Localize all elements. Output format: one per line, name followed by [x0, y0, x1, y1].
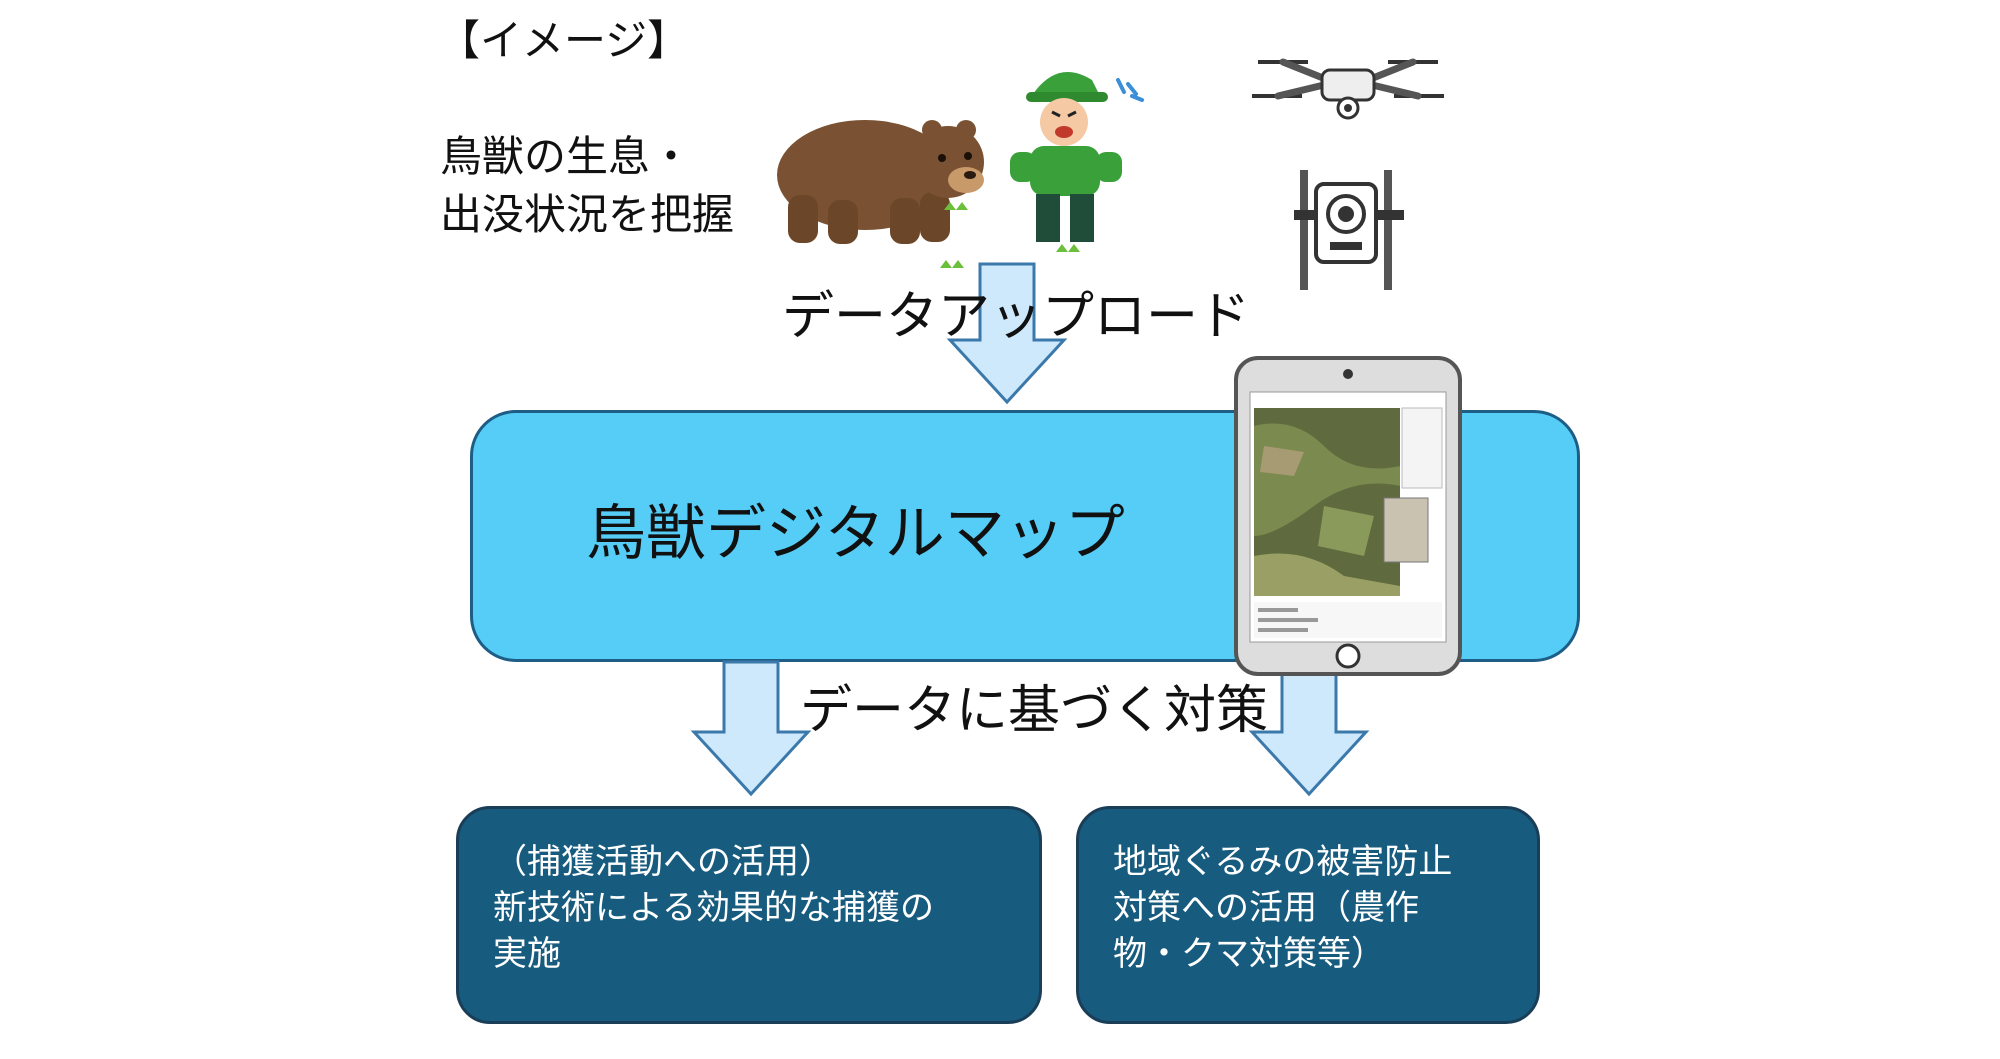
capture-line-1: （捕獲活動への活用） — [493, 842, 833, 882]
community-line-1: 地域ぐるみの被害防止 — [1113, 842, 1453, 882]
tablet-map-illustration — [1234, 356, 1462, 676]
community-line-3: 物・クマ対策等） — [1113, 934, 1385, 974]
upload-arrow — [946, 262, 1068, 405]
drone-icon — [1252, 58, 1444, 120]
bear-illustration — [777, 120, 984, 244]
capture-line-3: 実施 — [493, 934, 561, 974]
camera-trap-icon — [1294, 170, 1404, 290]
habitat-line-2: 出没状況を把握 — [440, 190, 735, 239]
capture-activity-box: （捕獲活動への活用） 新技術による効果的な捕獲の 実施 — [456, 806, 1042, 1024]
digital-map-title: 鳥獣デジタルマップ — [586, 499, 1125, 569]
measures-arrow-left — [690, 660, 812, 797]
capture-line-2: 新技術による効果的な捕獲の — [493, 888, 934, 928]
community-line-2: 対策への活用（農作 — [1113, 888, 1419, 928]
upload-label: データアップロード — [782, 287, 1251, 347]
habitat-description: 鳥獣の生息・ 出没状況を把握 — [440, 128, 734, 244]
image-label: 【イメージ】 — [438, 16, 690, 65]
grass-decoration — [940, 202, 1080, 268]
community-prevention-box: 地域ぐるみの被害防止 対策への活用（農作 物・クマ対策等） — [1076, 806, 1540, 1024]
hunter-illustration — [1010, 72, 1144, 242]
habitat-line-1: 鳥獣の生息・ — [440, 132, 693, 181]
measures-label: データに基づく対策 — [800, 681, 1269, 741]
